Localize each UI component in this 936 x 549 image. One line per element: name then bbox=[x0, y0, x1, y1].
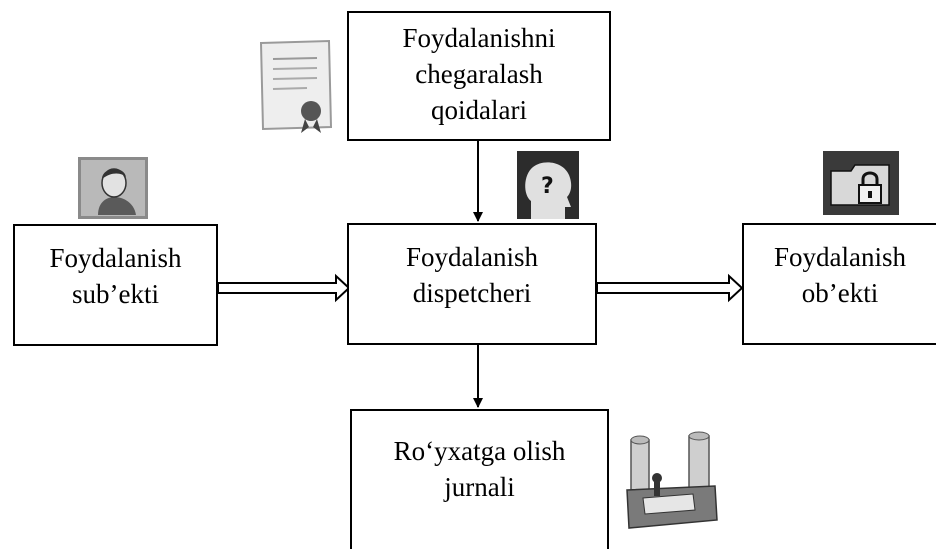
subject-box-line-2: sub’ekti bbox=[72, 279, 159, 309]
arrow-dispatcher-to-object bbox=[596, 273, 744, 303]
arrow-subject-to-dispatcher bbox=[217, 273, 351, 303]
connectors bbox=[217, 141, 744, 408]
log-box-line-1: Ro‘yxatga olish bbox=[393, 436, 566, 466]
certificate-icon bbox=[251, 35, 339, 135]
subject-box-line-1: Foydalanish bbox=[49, 243, 182, 273]
dispatcher-box: Foydalanish dispetcheri bbox=[347, 223, 597, 345]
question-head-icon: ? bbox=[517, 151, 579, 219]
user-icon bbox=[78, 157, 148, 219]
rules-box-line-1: Foydalanishni bbox=[402, 23, 556, 53]
rules-box-line-3: qoidalari bbox=[431, 95, 527, 125]
object-box-line-2: ob’ekti bbox=[801, 278, 879, 308]
subject-box: Foydalanish sub’ekti bbox=[13, 224, 218, 346]
object-box: Foydalanish ob’ekti bbox=[742, 223, 936, 345]
dispatcher-box-line-1: Foydalanish bbox=[406, 242, 538, 272]
archive-machine-icon bbox=[623, 430, 719, 533]
rules-box-line-2: chegaralash bbox=[415, 59, 543, 89]
locked-folder-icon bbox=[823, 151, 899, 215]
object-box-line-1: Foydalanish bbox=[774, 242, 906, 272]
dispatcher-box-line-2: dispetcheri bbox=[412, 278, 532, 308]
log-box-line-2: jurnali bbox=[444, 472, 515, 502]
log-box: Ro‘yxatga olish jurnali bbox=[350, 409, 609, 549]
svg-text:?: ? bbox=[541, 174, 554, 199]
rules-box: Foydalanishni chegaralash qoidalari bbox=[347, 11, 611, 141]
